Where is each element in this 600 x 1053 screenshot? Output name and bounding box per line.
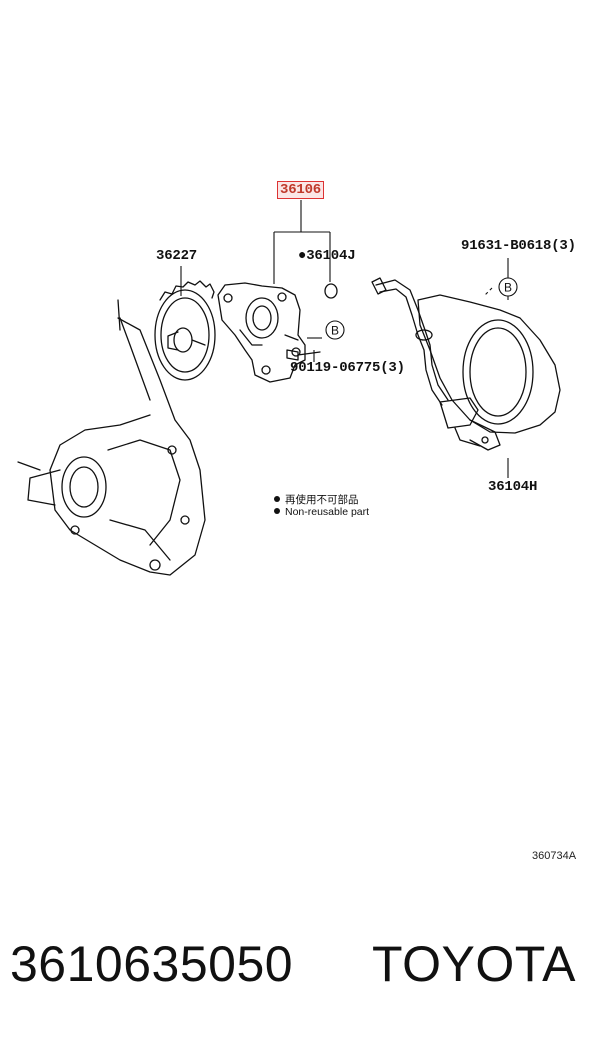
sprocket-gear-36227 [154, 280, 216, 381]
b-marker-top-label: B [504, 281, 512, 295]
footer-brand: TOYOTA [372, 936, 576, 992]
oil-pump-body [217, 282, 306, 383]
b-marker-top: B [498, 277, 518, 297]
exploded-parts-diagram: B B [17, 200, 561, 576]
bolt-90119 [286, 349, 321, 361]
legend-chinese-text: 再使用不可部品 [285, 494, 359, 506]
callout-bolt-90119: 90119-06775(3) [290, 360, 405, 376]
callout-cover-36104h: 36104H [488, 479, 538, 495]
footer-part-number: 3610635050 [10, 936, 294, 992]
legend-chinese: 再使用不可部品 [274, 492, 359, 507]
transfer-case-housing [17, 299, 206, 576]
callout-assembly-36106[interactable]: 36106 [277, 181, 325, 199]
non-reusable-dot-icon [274, 496, 280, 502]
figure-number: 360734A [532, 850, 577, 862]
pump-cover-36104h [371, 277, 561, 451]
o-ring-gasket-36104j [324, 283, 338, 299]
b-marker-mid: B [325, 320, 345, 340]
callout-gear-36227: 36227 [156, 248, 198, 264]
legend-english: Non-reusable part [274, 506, 369, 518]
callout-bolt-91631: 91631-B0618(3) [461, 238, 576, 254]
non-reusable-dot-icon [274, 508, 280, 514]
callout-gasket-36104j: ●36104J [298, 248, 356, 264]
leader-lines [180, 200, 509, 478]
legend-english-text: Non-reusable part [285, 506, 370, 518]
b-marker-mid-label: B [331, 324, 339, 338]
